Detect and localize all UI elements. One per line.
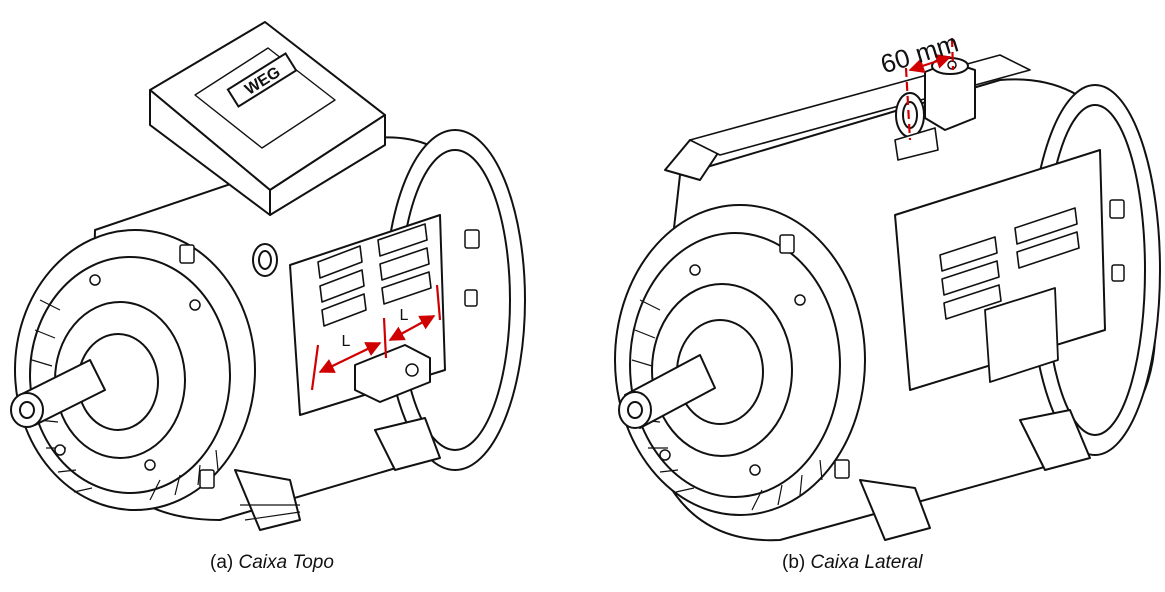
dim-arrow-2 xyxy=(388,315,436,341)
dim-ext-line-right xyxy=(435,284,442,321)
caption-panel-a: (a) Caixa Topo xyxy=(210,552,334,574)
dim-arrow-1 xyxy=(318,342,382,373)
dimension-label-L2: L xyxy=(400,307,409,324)
dim-ext-line-center xyxy=(382,317,388,359)
caption-b-title: Caixa Lateral xyxy=(810,552,923,573)
dimension-annotations-a xyxy=(310,284,442,391)
dim-arrow-60mm xyxy=(908,53,952,74)
dimension-label-L1: L xyxy=(342,333,351,350)
dimension-annotations-b xyxy=(904,37,955,141)
caption-b-prefix: (b) xyxy=(782,552,806,573)
caption-a-title: Caixa Topo xyxy=(238,552,334,573)
dim-centerline-sensor xyxy=(950,37,955,71)
caption-panel-b: (b) Caixa Lateral xyxy=(782,552,922,574)
dim-centerline-eye xyxy=(904,67,912,141)
caption-a-prefix: (a) xyxy=(210,552,234,573)
motor-a xyxy=(10,21,526,531)
dim-ext-line-left xyxy=(310,344,320,391)
motor-b xyxy=(614,54,1161,542)
